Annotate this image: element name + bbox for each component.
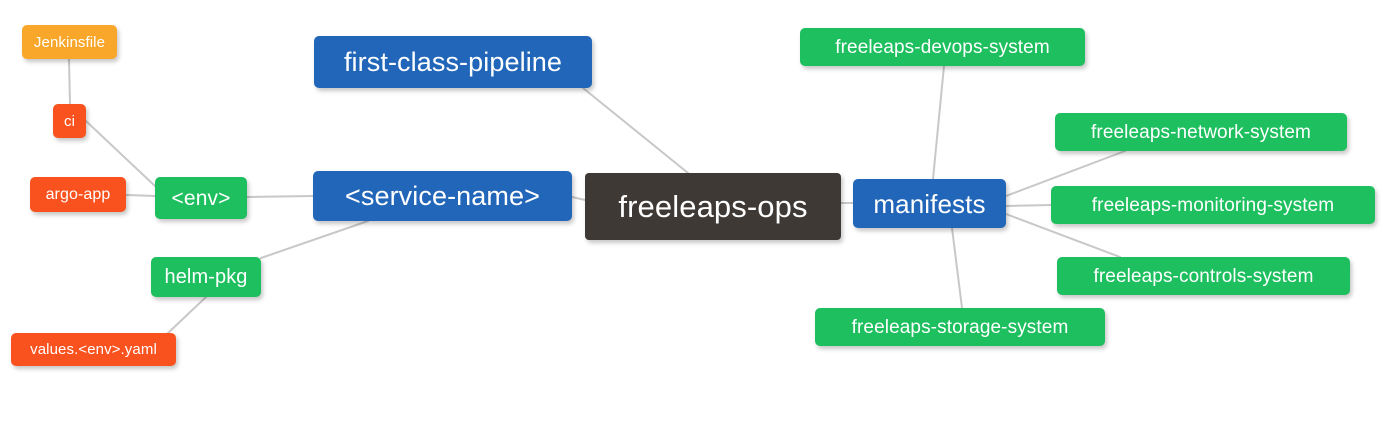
node-helm-pkg[interactable]: helm-pkg — [151, 257, 261, 297]
node-first-class-pipeline[interactable]: first-class-pipeline — [314, 36, 592, 88]
edge-manifests-to-storage-system — [951, 227, 963, 309]
edge-jenkinsfile-to-ci — [68, 58, 71, 105]
node-values-env-yaml[interactable]: values.<env>.yaml — [11, 333, 176, 366]
edge-manifests-to-monitoring-system — [1005, 204, 1052, 207]
node-network-system[interactable]: freeleaps-network-system — [1055, 113, 1347, 151]
node-ci[interactable]: ci — [53, 104, 86, 138]
node-freeleaps-ops[interactable]: freeleaps-ops — [585, 173, 841, 240]
node-storage-system[interactable]: freeleaps-storage-system — [815, 308, 1105, 346]
node-argo-app[interactable]: argo-app — [30, 177, 126, 212]
edge-argo-app-to-env — [125, 194, 156, 197]
node-controls-system[interactable]: freeleaps-controls-system — [1057, 257, 1350, 295]
node-service-name[interactable]: <service-name> — [313, 171, 572, 221]
node-devops-system[interactable]: freeleaps-devops-system — [800, 28, 1085, 66]
edge-manifests-to-devops-system — [932, 65, 945, 180]
edge-env-to-service-name — [246, 195, 314, 198]
edge-service-name-to-freeleaps-ops — [571, 196, 586, 201]
node-env[interactable]: <env> — [155, 177, 247, 219]
edge-values-env-yaml-to-helm-pkg — [167, 296, 207, 334]
node-monitoring-system[interactable]: freeleaps-monitoring-system — [1051, 186, 1375, 224]
node-manifests[interactable]: manifests — [853, 179, 1006, 228]
edge-first-class-pipeline-to-freeleaps-ops — [582, 87, 689, 174]
node-jenkinsfile[interactable]: Jenkinsfile — [22, 25, 117, 59]
edge-helm-pkg-to-service-name — [260, 220, 369, 259]
